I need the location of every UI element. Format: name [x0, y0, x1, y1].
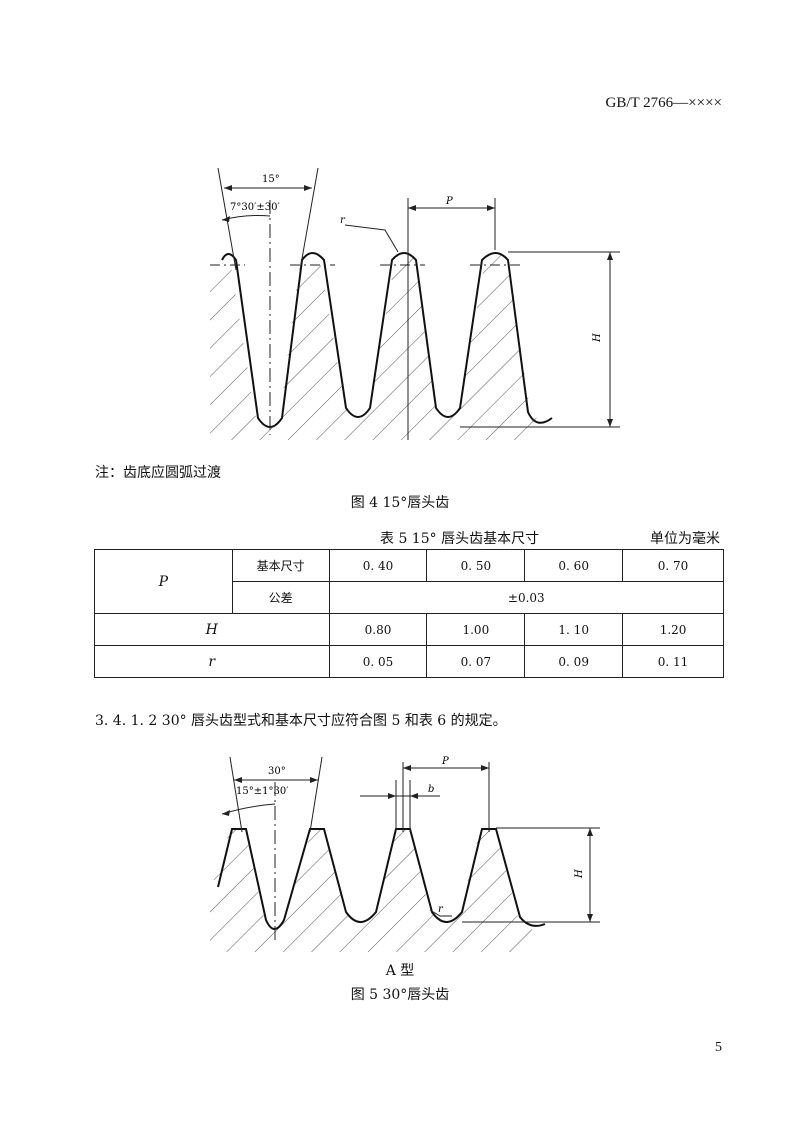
table-cell: 0.80: [328, 613, 428, 646]
row-label-r: r: [94, 645, 330, 678]
figure-4-drawing: 15° 7°30′±30′ r P H: [210, 167, 620, 440]
table-row: H 0.80 1.00 1. 10 1.20: [94, 613, 724, 646]
table-5: P 基本尺寸 0. 40 0. 50 0. 60 0. 70 公差 ±0.03 …: [94, 549, 725, 678]
table-cell: 0. 07: [426, 645, 526, 678]
page-number: 5: [715, 1040, 722, 1055]
standard-code: GB/T 2766—××××: [605, 95, 722, 111]
tolerance-label: 公差: [231, 581, 330, 614]
figure-4-p-label: P: [445, 196, 453, 207]
figure-5-angle-label: 30°: [268, 766, 286, 777]
row-label-p: P: [94, 549, 233, 614]
table-cell: 0. 09: [524, 645, 624, 678]
table-row: P 基本尺寸 0. 40 0. 50 0. 60 0. 70: [94, 549, 724, 614]
tolerance-value: ±0.03: [328, 581, 725, 614]
table-cell: 0. 70: [622, 549, 724, 582]
figure-5-type-label: A 型: [385, 963, 415, 979]
figure-5-p-label: P: [441, 756, 449, 767]
figure-5-b-label: b: [428, 784, 434, 795]
table-cell: 0. 40: [328, 549, 428, 582]
table-row: r 0. 05 0. 07 0. 09 0. 11: [94, 645, 724, 678]
figure-5-r-label: r: [438, 904, 444, 915]
row-label-h: H: [94, 613, 330, 646]
figure-4-angle-label: 15°: [262, 174, 280, 185]
figure-5-caption: 图 5 30°唇头齿: [350, 987, 450, 1003]
figure-4-r-label: r: [340, 215, 346, 226]
figure-5-h-label: H: [574, 869, 585, 879]
figure-4-note: 注：齿底应圆弧过渡: [95, 465, 221, 481]
table-cell: 0. 60: [524, 549, 624, 582]
figure-4-half-angle-label: 7°30′±30′: [230, 202, 280, 213]
figure-5-half-angle-label: 15°±1°30′: [236, 786, 289, 797]
table-cell: 1.20: [622, 613, 724, 646]
table-cell: 1.00: [426, 613, 526, 646]
basic-size-label: 基本尺寸: [231, 549, 330, 582]
table-5-unit: 单位为毫米: [650, 531, 720, 547]
table-cell: 0. 50: [426, 549, 526, 582]
table-cell: 1. 10: [524, 613, 624, 646]
figure-4-h-label: H: [592, 333, 603, 343]
table-cell: 0. 11: [622, 645, 724, 678]
table-5-caption: 表 5 15° 唇头齿基本尺寸: [380, 531, 540, 547]
clause-3-4-1-2: 3. 4. 1. 2 30° 唇头齿型式和基本尺寸应符合图 5 和表 6 的规定…: [95, 713, 507, 729]
figure-4-caption: 图 4 15°唇头齿: [350, 495, 450, 511]
table-cell: 0. 05: [328, 645, 428, 678]
figure-5-drawing: 30° 15°±1°30′ P b r H: [210, 756, 600, 952]
table-row: 公差 ±0.03: [95, 581, 725, 614]
